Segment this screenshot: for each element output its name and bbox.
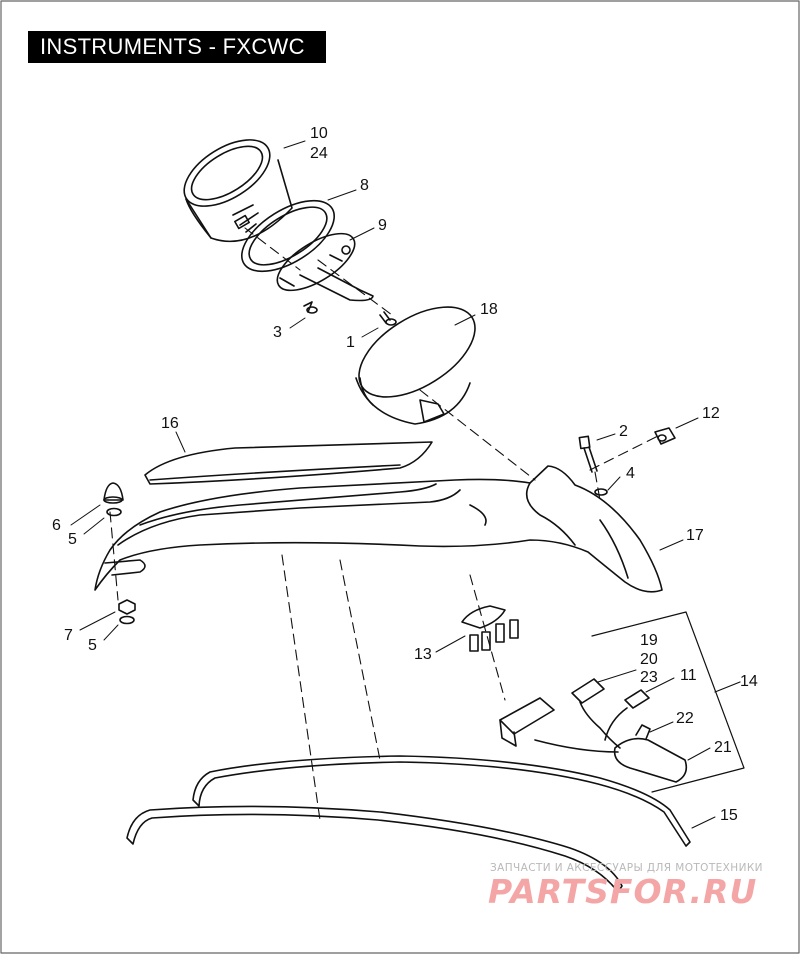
callout-21: 21: [714, 739, 732, 756]
callout-5-upper: 5: [68, 531, 77, 548]
callout-5-lower: 5: [88, 637, 97, 654]
callout-17: 17: [686, 527, 704, 544]
assembly-lines: [109, 227, 661, 821]
callout-10: 10: [310, 125, 328, 142]
washer-part-4: [594, 488, 608, 496]
callout-9: 9: [378, 217, 387, 234]
callout-labels: 10 24 8 9 3 1 18 16 2 12 4 6 5 17 7 5 13…: [52, 125, 758, 824]
cap-nut-part-6: [103, 482, 124, 504]
callout-4: 4: [626, 465, 635, 482]
callout-13: 13: [414, 646, 432, 663]
diagram-title: INSTRUMENTS - FXCWC: [28, 31, 326, 63]
nut-part-7: [118, 599, 136, 615]
callout-24: 24: [310, 145, 328, 162]
trim-part-16: [144, 441, 433, 485]
washer-part-5-top: [106, 507, 122, 517]
bolt-part-2: [578, 435, 598, 473]
callout-12: 12: [702, 405, 720, 422]
callout-15: 15: [720, 807, 738, 824]
ring-part-8: [240, 199, 336, 273]
console-part-17: [94, 465, 663, 593]
screw-part-3: [303, 301, 318, 314]
harness-bracket-14: [591, 611, 745, 793]
callout-14: 14: [740, 673, 758, 690]
callout-23: 23: [640, 669, 658, 686]
connector-part-13: [461, 605, 519, 652]
callout-22: 22: [676, 710, 694, 727]
callout-16: 16: [161, 415, 179, 432]
callout-1: 1: [346, 334, 355, 351]
screw-part-1: [379, 311, 397, 326]
callout-20: 20: [640, 651, 658, 668]
callout-8: 8: [360, 177, 369, 194]
watermark-logo: PARTSFOR.RU: [488, 872, 758, 911]
washer-part-5-bottom: [119, 615, 135, 625]
harness-parts: [499, 678, 688, 783]
trim-strip-part-15: [126, 755, 691, 893]
callout-2: 2: [619, 423, 628, 440]
callout-18: 18: [480, 301, 498, 318]
callout-19: 19: [640, 632, 658, 649]
callout-3: 3: [273, 324, 282, 341]
leader-lines: [70, 140, 716, 829]
callout-11: 11: [680, 667, 697, 684]
housing-part-18: [355, 306, 476, 425]
grommet-part-12: [654, 427, 676, 445]
watermark-tagline: ЗАПЧАСТИ И АКСЕССУАРЫ ДЛЯ МОТОТЕХНИКИ: [490, 862, 763, 874]
callout-7: 7: [64, 627, 73, 644]
callout-6: 6: [52, 517, 61, 534]
gauge-part-10: [183, 139, 293, 243]
